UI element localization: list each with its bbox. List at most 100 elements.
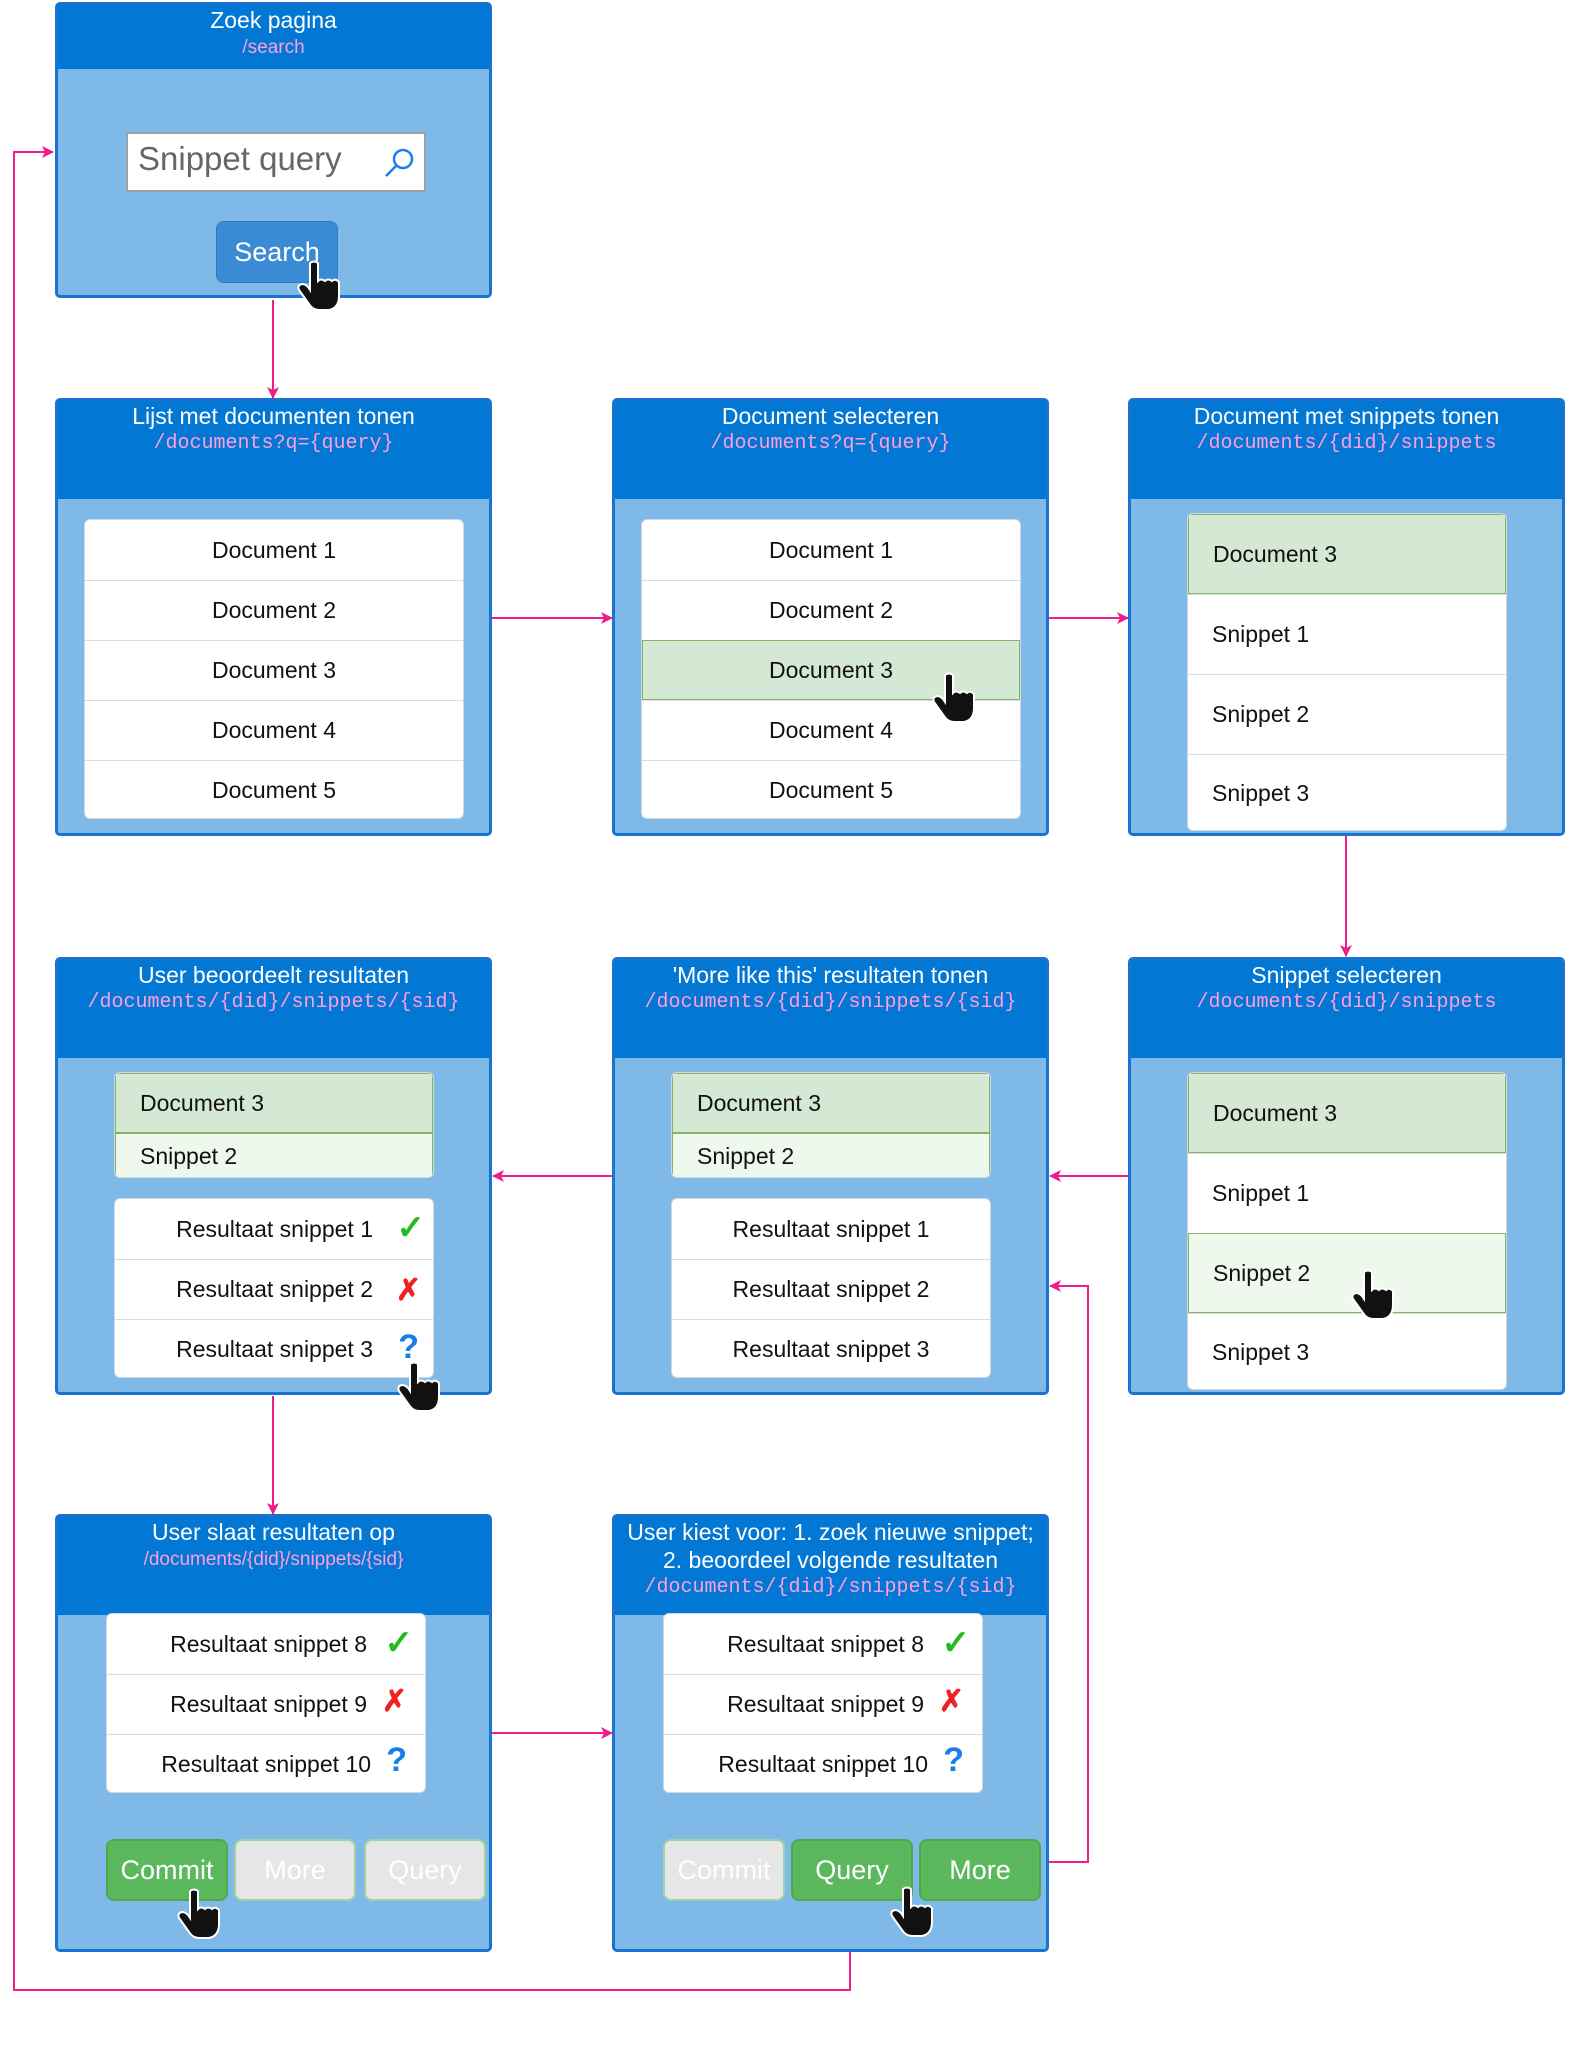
result-label: Resultaat snippet 8 [727, 1630, 924, 1657]
commit-button[interactable]: Commit [663, 1839, 785, 1901]
list-item[interactable]: Resultaat snippet 8 ✓ [664, 1614, 982, 1674]
panel-title: Snippet selecteren [1251, 962, 1442, 988]
panel-snippet-select: Snippet selecteren /documents/{did}/snip… [1128, 957, 1565, 1395]
list-item[interactable]: Document 1 [768, 536, 893, 563]
pointer-hand-icon [890, 1886, 933, 1937]
list-item[interactable]: Document 3 [85, 640, 463, 700]
pointer-hand-icon [1351, 1269, 1394, 1320]
search-input[interactable]: Snippet query [126, 132, 426, 192]
more-button[interactable]: More [234, 1839, 356, 1901]
document-header-row: Document 3 [1188, 514, 1506, 594]
panel-header: Snippet selecteren /documents/{did}/snip… [1131, 960, 1562, 1058]
results-list: Resultaat snippet 8 ✓ Resultaat snippet … [106, 1613, 426, 1793]
document-header-row: Document 3 [1188, 1073, 1506, 1153]
panel-header: Lijst met documenten tonen /documents?q=… [58, 401, 489, 499]
panel-documents-list: Lijst met documenten tonen /documents?q=… [55, 398, 492, 836]
cross-icon[interactable]: ✗ [395, 1274, 421, 1307]
snippet-row: Snippet 2 [115, 1133, 433, 1177]
list-item[interactable]: Document 4 [642, 700, 1020, 760]
panel-route: /documents/{did}/snippets/{sid} [87, 991, 460, 1014]
result-label: Resultaat snippet 2 [176, 1276, 373, 1302]
commit-button[interactable]: Commit [106, 1839, 228, 1901]
cross-icon[interactable]: ✗ [381, 1685, 407, 1718]
panel-route: /documents/{did}/snippets/{sid} [644, 991, 1017, 1014]
cross-icon[interactable]: ✗ [938, 1685, 964, 1718]
panel-title-line1: User kiest voor: 1. zoek nieuwe snippet; [627, 1519, 1034, 1545]
panel-title: Document met snippets tonen [1193, 403, 1500, 429]
question-icon[interactable]: ? [943, 1741, 964, 1779]
panel-header: User kiest voor: 1. zoek nieuwe snippet;… [615, 1517, 1046, 1615]
result-label: Resultaat snippet 9 [727, 1691, 924, 1717]
check-icon[interactable]: ✓ [384, 1624, 414, 1662]
result-label: Resultaat snippet 10 [718, 1751, 928, 1777]
check-icon[interactable]: ✓ [941, 1624, 971, 1662]
panel-route: /documents/{did}/snippets [1196, 991, 1497, 1014]
query-button[interactable]: Query [791, 1839, 913, 1901]
arrow-more-loop [1040, 1280, 1089, 1863]
more-button[interactable]: More [919, 1839, 1041, 1901]
result-label: Resultaat snippet 3 [176, 1336, 373, 1362]
list-item[interactable]: Resultaat snippet 3 ? [115, 1319, 433, 1377]
list-item[interactable]: Resultaat snippet 3 [672, 1319, 990, 1377]
question-icon[interactable]: ? [386, 1741, 407, 1779]
question-icon[interactable]: ? [398, 1328, 419, 1366]
list-item[interactable]: Resultaat snippet 2 ✗ [115, 1259, 433, 1319]
check-icon[interactable]: ✓ [396, 1209, 426, 1247]
list-item[interactable]: Resultaat snippet 8 ✓ [107, 1614, 425, 1674]
search-icon[interactable] [382, 146, 416, 180]
panel-document-select: Document selecteren /documents?q={query}… [612, 398, 1049, 836]
list-item[interactable]: Snippet 2 [1188, 674, 1506, 754]
panel-header: 'More like this' resultaten tonen /docum… [615, 960, 1046, 1058]
result-label: Resultaat snippet 9 [170, 1691, 367, 1717]
snippet-row: Snippet 2 [672, 1133, 990, 1177]
list-item[interactable]: Snippet 1 [1188, 1153, 1506, 1233]
panel-title: User slaat resultaten op [152, 1519, 395, 1545]
list-item[interactable]: Document 2 [642, 580, 1020, 640]
document-header-row: Document 3 [115, 1073, 433, 1133]
result-label: Resultaat snippet 8 [170, 1630, 367, 1657]
pointer-hand-icon [397, 1361, 440, 1412]
list-item[interactable]: Resultaat snippet 10 ? [107, 1734, 425, 1792]
pointer-hand-icon [297, 260, 340, 311]
panel-title: Zoek pagina [210, 7, 337, 33]
panel-route: /documents?q={query} [153, 432, 394, 455]
context-box: Document 3 Snippet 2 [114, 1072, 434, 1178]
panel-header: Document met snippets tonen /documents/{… [1131, 401, 1562, 499]
panel-user-saves: User slaat resultaten op /documents/{did… [55, 1514, 492, 1952]
panel-title: Document selecteren [721, 403, 940, 429]
list-item[interactable]: Document 5 [642, 760, 1020, 818]
list-item[interactable]: Document 2 [85, 580, 463, 640]
panel-title: Lijst met documenten tonen [132, 403, 415, 429]
query-button[interactable]: Query [364, 1839, 486, 1901]
document-header-row: Document 3 [672, 1073, 990, 1133]
panel-title: 'More like this' resultaten tonen [672, 962, 989, 988]
list-item[interactable]: Resultaat snippet 1 ✓ [115, 1199, 433, 1259]
list-item[interactable]: Snippet 3 [1188, 754, 1506, 830]
list-item[interactable]: Document 4 [85, 700, 463, 760]
panel-route: /documents/{did}/snippets [1196, 432, 1497, 455]
panel-header: Document selecteren /documents?q={query} [615, 401, 1046, 499]
list-item-selected[interactable]: Snippet 2 [1188, 1233, 1506, 1313]
result-label: Resultaat snippet 1 [176, 1215, 373, 1242]
list-item[interactable]: Document 1 [211, 536, 336, 563]
list-item[interactable]: Resultaat snippet 9 ✗ [107, 1674, 425, 1734]
list-item[interactable]: Resultaat snippet 1 [732, 1215, 930, 1242]
context-box: Document 3 Snippet 2 [671, 1072, 991, 1178]
list-item[interactable]: Resultaat snippet 10 ? [664, 1734, 982, 1792]
list-item[interactable]: Resultaat snippet 2 [672, 1259, 990, 1319]
list-item-selected[interactable]: Document 3 [642, 640, 1020, 700]
list-item[interactable]: Resultaat snippet 9 ✗ [664, 1674, 982, 1734]
list-item[interactable]: Snippet 1 [1188, 594, 1506, 674]
panel-more-like-this: 'More like this' resultaten tonen /docum… [612, 957, 1049, 1395]
panel-title: User beoordeelt resultaten [137, 962, 410, 988]
arrow-query-loop [13, 146, 851, 1991]
panel-route: /search [242, 37, 305, 58]
result-label: Resultaat snippet 10 [161, 1751, 371, 1777]
list-item[interactable]: Snippet 3 [1188, 1313, 1506, 1389]
results-list: Resultaat snippet 1 ✓ Resultaat snippet … [114, 1198, 434, 1378]
list-item[interactable]: Document 5 [85, 760, 463, 818]
panel-user-rates: User beoordeelt resultaten /documents/{d… [55, 957, 492, 1412]
panel-route: /documents?q={query} [710, 432, 951, 455]
panel-document-snippets: Document met snippets tonen /documents/{… [1128, 398, 1565, 836]
panel-header: User slaat resultaten op /documents/{did… [58, 1517, 489, 1615]
